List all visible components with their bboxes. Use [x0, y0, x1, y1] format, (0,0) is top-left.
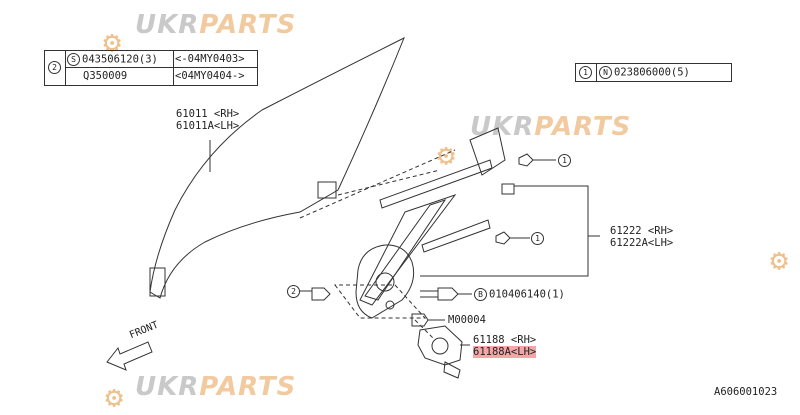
nut-lower[interactable] [495, 231, 511, 245]
regulator-bracket[interactable] [469, 127, 506, 176]
legend-left-row1-range: <-04MY0403> [175, 53, 245, 65]
legend-left-row2-range: <04MY0404-> [175, 70, 245, 82]
callout-motor-rh[interactable]: 61188 <RH> [473, 334, 537, 346]
callout-ref2: 2 [287, 285, 302, 298]
figure-id: A606001023 [714, 386, 778, 398]
motor-leader-dash [414, 319, 436, 341]
bolt-ref2[interactable] [311, 287, 331, 301]
glass-dash-line [337, 169, 441, 196]
highlight-motor-lh-part: 61188A<LH> [473, 346, 537, 358]
bolt-shank [420, 290, 438, 298]
callout-regulator-lh[interactable]: 61222A<LH> [610, 237, 674, 249]
callout-ref1-upper: 1 [558, 154, 573, 167]
watermark-middle: UKRPARTS [470, 112, 632, 142]
ref-circle: 1 [579, 66, 592, 79]
lower-rail[interactable] [421, 219, 491, 253]
callout-glass-lh[interactable]: 61011A<LH> [176, 120, 240, 132]
callout-glass-rh[interactable]: 61011 <RH> [176, 108, 240, 120]
regulator-sector-plate[interactable] [355, 244, 415, 319]
callout-motor-lh[interactable]: 61188A<LH> [473, 346, 537, 358]
watermark-bottom: UKRPARTS [135, 372, 297, 402]
watermark-top: UKRPARTS [135, 10, 297, 40]
gear-watermark-icon: ⚙ [770, 243, 789, 278]
callout-regulator-rh[interactable]: 61222 <RH> [610, 225, 674, 237]
glass-clip [317, 181, 337, 199]
window-motor[interactable] [417, 325, 463, 366]
regulator-arm[interactable] [359, 194, 457, 306]
glass-dash-line [299, 149, 456, 219]
regulator-pivot [385, 300, 395, 310]
gear-watermark-icon: ⚙ [437, 138, 456, 173]
upper-rail[interactable] [379, 159, 493, 209]
motor-gear [431, 337, 449, 355]
front-arrow-icon [106, 341, 153, 371]
legend-left-ref-cell: 2 [45, 51, 66, 85]
motor-mount-dash [333, 284, 427, 319]
callout-screw[interactable]: M00004 [448, 314, 486, 326]
bolt-010406140[interactable] [437, 287, 459, 301]
motor-connector [443, 361, 461, 379]
callout-ref1-lower: 1 [531, 232, 546, 245]
bracket-line-61222 [420, 185, 589, 277]
legend-left-row2-part: Q350009 [83, 70, 128, 82]
bolt-upper[interactable] [501, 183, 515, 195]
regulator-arm[interactable] [364, 199, 447, 301]
screw-m00004[interactable] [411, 313, 429, 327]
regulator-pivot [375, 272, 395, 292]
parts-diagram [106, 36, 600, 379]
ref-circle: 2 [48, 61, 61, 74]
nut-upper[interactable] [518, 153, 534, 167]
glass-clip [149, 267, 166, 297]
